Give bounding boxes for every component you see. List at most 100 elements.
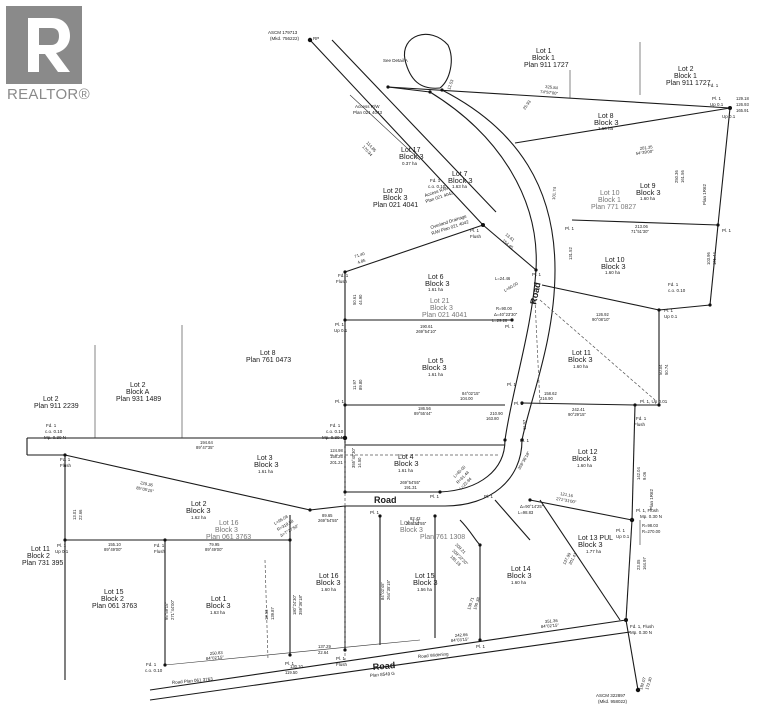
- svg-text:Block 3: Block 3: [383, 193, 408, 202]
- svg-text:Flush: Flush: [634, 422, 646, 427]
- svg-text:Pl. 1: Pl. 1: [335, 322, 345, 327]
- svg-text:161.56: 161.56: [680, 170, 685, 183]
- svg-text:Lot 9: Lot 9: [640, 183, 656, 190]
- svg-text:Up 0.1: Up 0.1: [722, 114, 736, 119]
- svg-text:Block 3: Block 3: [400, 527, 423, 534]
- survey-markers: [63, 37, 732, 693]
- svg-text:163.80: 163.80: [486, 416, 499, 421]
- svg-text:1.61 ha: 1.61 ha: [428, 287, 444, 292]
- svg-text:Lot 3: Lot 3: [257, 455, 273, 462]
- svg-text:126.93: 126.93: [736, 102, 749, 107]
- svg-text:44.90: 44.90: [358, 294, 363, 305]
- svg-text:Block 1: Block 1: [532, 55, 555, 62]
- svg-text:Block 3: Block 3: [578, 540, 603, 549]
- svg-text:0.37 ha: 0.37 ha: [402, 161, 418, 166]
- svg-text:50.04: 50.04: [658, 364, 663, 375]
- svg-text:89.65: 89.65: [322, 513, 333, 518]
- svg-text:172.30: 172.30: [644, 676, 653, 690]
- svg-text:Pl. 1: Pl. 1: [336, 656, 346, 661]
- road-plan-south: Plan 8549 G: [370, 671, 396, 678]
- svg-text:201.21: 201.21: [330, 460, 343, 465]
- svg-text:1.60 ha: 1.60 ha: [605, 270, 621, 275]
- svg-text:79.95: 79.95: [209, 542, 220, 547]
- svg-text:Flush: Flush: [336, 662, 348, 667]
- svg-text:Block 3: Block 3: [186, 506, 211, 515]
- svg-text:Plan 771 0827: Plan 771 0827: [591, 204, 636, 211]
- svg-text:Plan 911 1727: Plan 911 1727: [666, 80, 711, 87]
- svg-text:Pl. 1: Pl. 1: [430, 494, 440, 499]
- svg-text:Block 3: Block 3: [430, 305, 453, 312]
- svg-text:Pl. 1: Pl. 1: [335, 399, 345, 404]
- svg-text:13.61: 13.61: [504, 232, 516, 243]
- svg-text:Flush: Flush: [336, 279, 348, 284]
- svg-text:1.63 ha: 1.63 ha: [210, 610, 226, 615]
- svg-text:Lot 16: Lot 16: [319, 573, 339, 580]
- svg-text:74°57'00": 74°57'00": [540, 89, 559, 96]
- svg-text:Flush: Flush: [154, 549, 166, 554]
- svg-text:351.36: 351.36: [545, 618, 559, 624]
- svg-text:Lot 6: Lot 6: [428, 274, 444, 281]
- svg-text:Up 0.1: Up 0.1: [664, 314, 678, 319]
- svg-text:Lot 2: Lot 2: [130, 382, 146, 389]
- realtor-logo-icon: [6, 6, 82, 84]
- svg-text:13.01: 13.01: [72, 509, 77, 520]
- svg-text:Up 0.1: Up 0.1: [616, 534, 630, 539]
- svg-text:Plan 061 3763: Plan 061 3763: [92, 603, 137, 610]
- svg-text:Lot 17: Lot 17: [401, 147, 421, 154]
- svg-text:12.53: 12.53: [446, 78, 455, 90]
- svg-text:1.60 ha: 1.60 ha: [640, 196, 656, 201]
- svg-text:Pl. 1: Pl. 1: [57, 543, 67, 548]
- svg-text:213.06: 213.06: [635, 224, 648, 229]
- svg-text:18.53: 18.53: [264, 609, 269, 620]
- svg-text:Plan 1R62: Plan 1R62: [702, 183, 707, 205]
- svg-text:Block 3: Block 3: [254, 460, 279, 469]
- svg-text:165.91: 165.91: [736, 108, 749, 113]
- svg-text:Lot 8: Lot 8: [598, 113, 614, 120]
- svg-text:1.56 ha: 1.56 ha: [417, 587, 433, 592]
- svg-text:Plan 911 2239: Plan 911 2239: [34, 403, 79, 410]
- svg-text:c.o. 0.10: c.o. 0.10: [668, 288, 686, 293]
- svg-text:Lot 2: Lot 2: [678, 66, 694, 73]
- road-label-south: Road: [372, 660, 395, 672]
- svg-text:Up 0.1: Up 0.1: [55, 549, 69, 554]
- svg-text:90°08'10": 90°08'10": [592, 317, 610, 322]
- access-rw-plan-1: Plan 021 4043: [353, 110, 383, 115]
- svg-text:325.84: 325.84: [545, 84, 559, 90]
- svg-text:14.50: 14.50: [357, 457, 362, 468]
- svg-text:Pl. 1: Pl. 1: [476, 644, 486, 649]
- svg-text:Lot 14: Lot 14: [511, 566, 531, 573]
- svg-text:180°24'30": 180°24'30": [292, 594, 297, 615]
- svg-text:Δ=90°14'25": Δ=90°14'25": [520, 504, 544, 509]
- svg-text:Mp. 0.30 N: Mp. 0.30 N: [44, 435, 66, 440]
- parcel-labels: Lot 1 Block 1 Plan 911 1727 Lot 2 Block …: [22, 48, 711, 615]
- svg-text:Lot 15: Lot 15: [104, 589, 124, 596]
- svg-text:355°40'30": 355°40'30": [351, 447, 356, 468]
- svg-text:1.61 ha: 1.61 ha: [398, 468, 414, 473]
- svg-text:1.60 ha: 1.60 ha: [321, 587, 337, 592]
- svg-text:194.64: 194.64: [200, 440, 213, 445]
- svg-text:50.61: 50.61: [352, 294, 357, 305]
- svg-text:1.61 ha: 1.61 ha: [258, 469, 274, 474]
- svg-text:Lot 12: Lot 12: [578, 449, 598, 456]
- svg-text:c.o. 0.10: c.o. 0.10: [45, 429, 63, 434]
- monument-top-label-2: (Mkd. 756222): [270, 36, 300, 41]
- svg-text:269°54'55": 269°54'55": [406, 521, 427, 526]
- svg-text:L=98.83: L=98.83: [518, 510, 534, 515]
- svg-text:192.07: 192.07: [638, 676, 647, 690]
- svg-text:129.18: 129.18: [736, 96, 749, 101]
- svg-text:R=98.03: R=98.03: [642, 523, 659, 528]
- svg-text:Up 0.1: Up 0.1: [334, 328, 348, 333]
- svg-text:Plan 911 1727: Plan 911 1727: [524, 62, 569, 69]
- svg-text:89.80: 89.80: [358, 379, 363, 390]
- svg-text:4.85: 4.85: [357, 257, 367, 264]
- svg-text:Lot 13: Lot 13: [400, 520, 420, 527]
- svg-text:c.o. 0.10: c.o. 0.10: [145, 668, 163, 673]
- svg-text:22.64: 22.64: [318, 650, 329, 655]
- road-label-east: Road: [528, 281, 542, 305]
- svg-text:271°31'00": 271°31'00": [556, 496, 577, 505]
- svg-text:Lot 11: Lot 11: [572, 350, 591, 357]
- svg-text:Pl. 1, Up 0.01: Pl. 1, Up 0.01: [640, 399, 668, 404]
- svg-text:Block 1: Block 1: [598, 197, 621, 204]
- svg-text:Flush: Flush: [470, 234, 482, 239]
- svg-text:269°54'55": 269°54'55": [400, 480, 421, 485]
